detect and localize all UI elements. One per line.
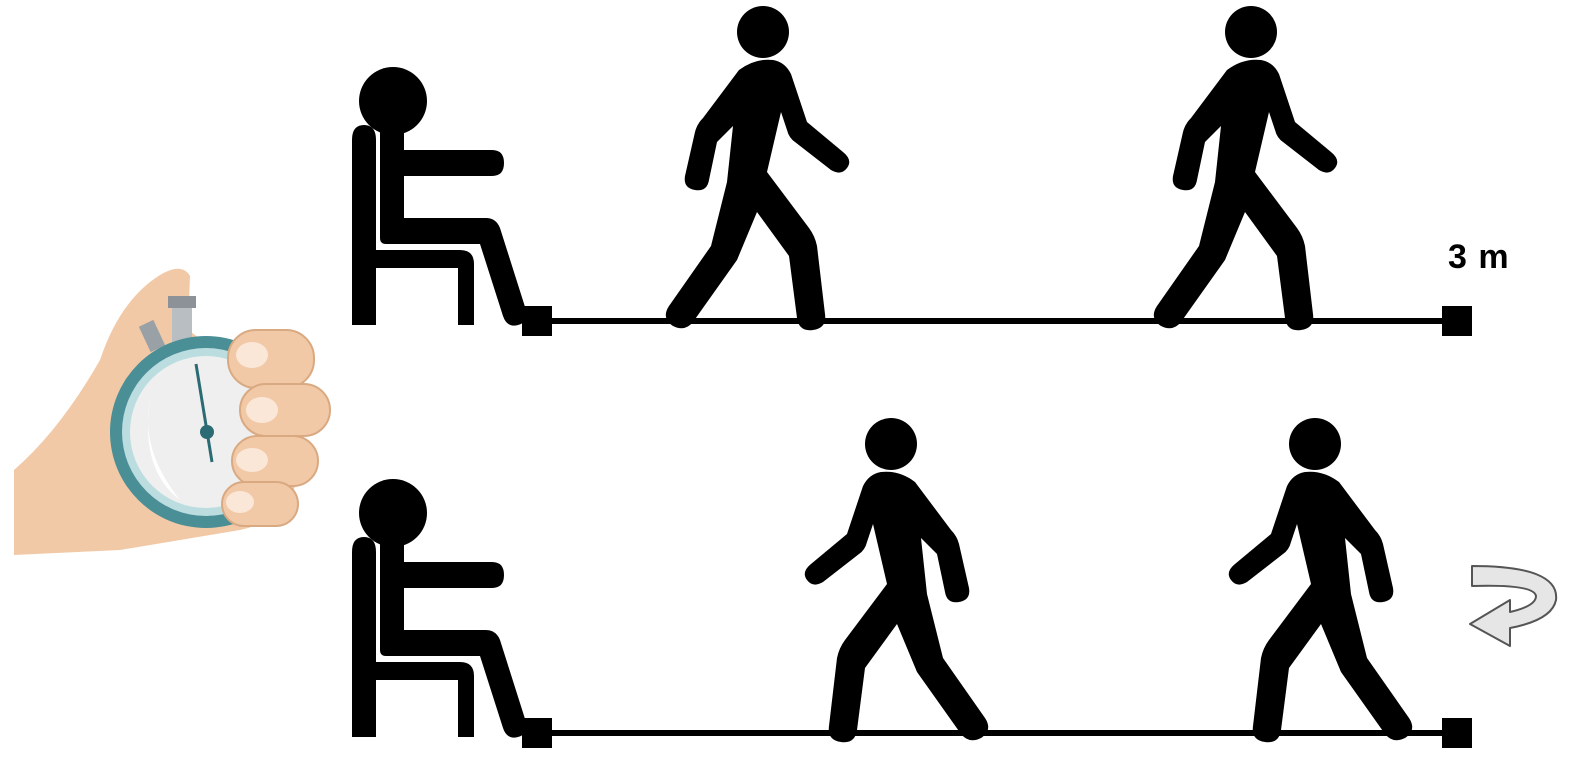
stopwatch-in-hand-icon	[14, 269, 330, 555]
walkway-line	[540, 730, 1460, 736]
seated-person-icon	[352, 479, 527, 738]
turn-around-arrow-icon	[1470, 566, 1556, 646]
top-row	[352, 6, 1472, 336]
walking-person-icon	[1154, 6, 1337, 330]
end-marker	[1442, 718, 1472, 748]
end-marker	[1442, 306, 1472, 336]
walking-person-icon	[805, 418, 988, 742]
walking-person-icon	[666, 6, 849, 330]
seated-person-icon	[352, 67, 527, 326]
bottom-row	[352, 418, 1472, 748]
distance-label: 3 m	[1448, 238, 1510, 277]
walking-person-icon	[1229, 418, 1412, 742]
